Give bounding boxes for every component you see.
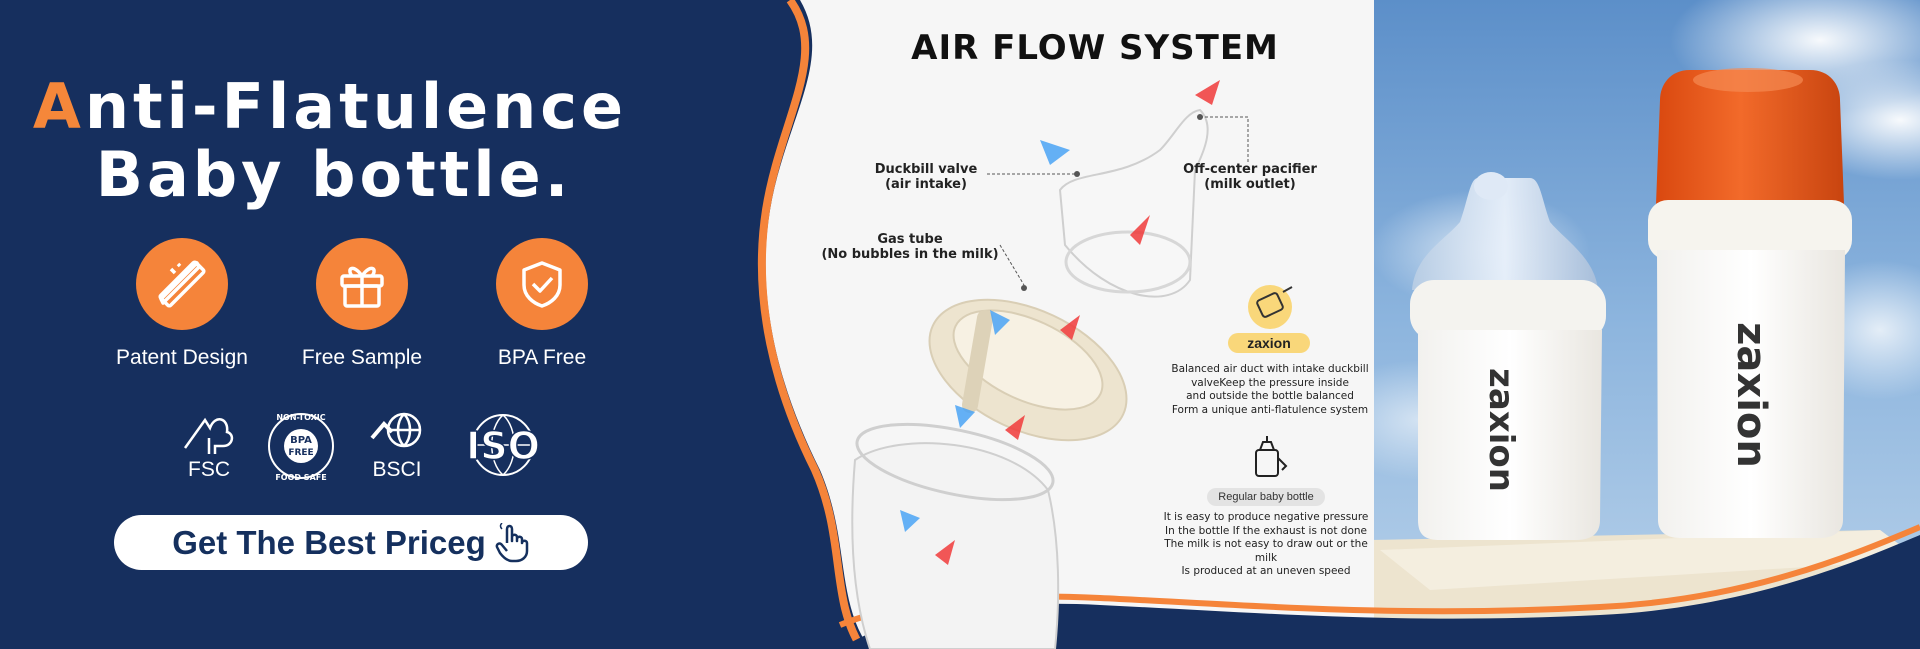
desc-line: It is easy to produce negative pressure: [1163, 511, 1369, 523]
feature-label: Free Sample: [301, 346, 423, 369]
callout-line: Off-center pacifier: [1183, 162, 1317, 177]
desc-line: The milk is not easy to draw out or the …: [1164, 538, 1368, 564]
regular-bottle-pill: Regular baby bottle: [1207, 488, 1325, 506]
zaxion-bottle-icon: [1248, 285, 1293, 329]
product-bottles: zaxion zaxion: [1410, 68, 1852, 540]
desc-line: and outside the bottle balanced: [1186, 390, 1354, 402]
headline-line-2: Baby bottle.: [95, 138, 573, 211]
bpa-free-badge-icon: BPA FREE NON-TOXIC FOOD SAFE: [268, 413, 334, 482]
desc-line: Form a unique anti-flatulence system: [1171, 403, 1369, 416]
cta-label: Get The Best Priceg: [172, 523, 486, 561]
callout-line: Duckbill valve: [874, 162, 978, 177]
badge-text-top: NON-TOXIC: [276, 413, 325, 422]
diagram-title: AIR FLOW SYSTEM: [911, 28, 1279, 68]
exploded-bottle-illustration: [851, 80, 1249, 649]
iso-globe-icon: ISO: [465, 414, 541, 476]
callout-line: (No bubbles in the milk): [821, 247, 999, 262]
cert-label: FSC: [188, 458, 230, 481]
desc-line: In the bottle If the exhaust is not done: [1164, 524, 1368, 537]
iso-text: ISO: [466, 424, 540, 468]
gift-icon: [316, 238, 408, 330]
regular-bottle-icon: [1255, 436, 1288, 477]
regular-description: It is easy to produce negative pressure …: [1156, 511, 1376, 579]
headline-line-1-rest: nti-Flatulence: [84, 70, 628, 143]
feature-label: BPA Free: [497, 346, 587, 369]
callout-pacifier: Off-center pacifier (milk outlet): [1180, 162, 1320, 192]
feature-label: Patent Design: [116, 346, 248, 369]
callout-duckbill: Duckbill valve (air intake): [856, 162, 996, 192]
headline-accent-letter: A: [32, 70, 85, 143]
cert-fsc: FSC: [164, 408, 254, 482]
feature-patent-design: Patent Design: [107, 238, 257, 370]
cert-bsci: BSCI: [352, 408, 442, 482]
svg-text:zaxion: zaxion: [1481, 368, 1521, 492]
feature-free-sample: Free Sample: [287, 238, 437, 370]
fsc-tree-icon: [183, 417, 234, 454]
svg-text:zaxion: zaxion: [1728, 322, 1774, 468]
zaxion-description: Balanced air duct with intake duckbill v…: [1160, 363, 1380, 417]
cert-iso: ISO: [458, 408, 548, 482]
callout-line: Gas tube: [877, 232, 943, 247]
zaxion-brand-pill: zaxion: [1228, 333, 1310, 353]
headline-line-1: Anti-Flatulence: [0, 70, 680, 143]
shield-check-icon: [496, 238, 588, 330]
desc-line: Is produced at an uneven speed: [1181, 565, 1351, 577]
cert-bpa-free: BPA FREE NON-TOXIC FOOD SAFE: [256, 408, 346, 482]
desc-line: Balanced air duct with intake duckbill: [1171, 363, 1369, 375]
badge-text-bpa: BPA: [290, 435, 312, 446]
badge-text-bottom: FOOD SAFE: [275, 473, 326, 482]
bsci-globe-icon: [370, 412, 422, 448]
hand-pointer-icon: [495, 522, 529, 562]
callout-line: (milk outlet): [1204, 177, 1296, 192]
pencil-ruler-icon: [136, 238, 228, 330]
badge-text-free: FREE: [288, 448, 313, 458]
callout-line: (air intake): [885, 177, 967, 192]
get-best-price-button[interactable]: Get The Best Priceg: [114, 515, 588, 570]
cert-label: BSCI: [372, 458, 422, 481]
desc-line: valveKeep the pressure inside: [1191, 376, 1349, 389]
feature-bpa-free: BPA Free: [467, 238, 617, 370]
callout-gas-tube: Gas tube (No bubbles in the milk): [818, 232, 1002, 262]
